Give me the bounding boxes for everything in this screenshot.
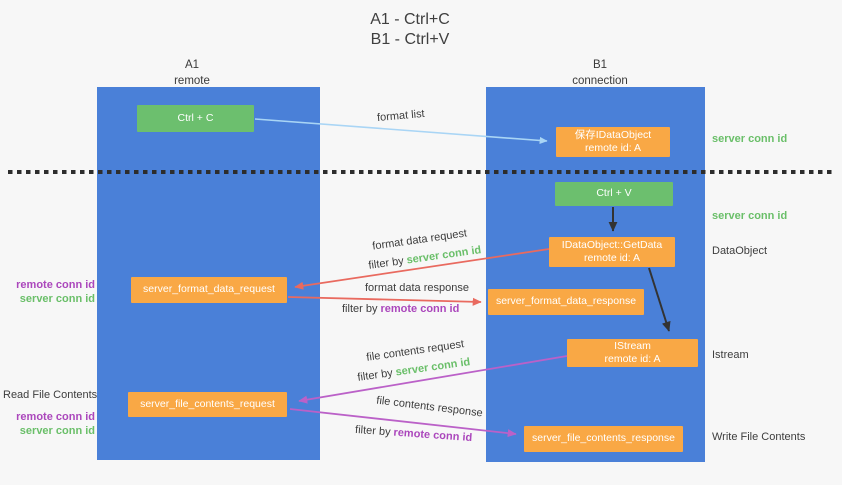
column-header-a1-role: remote — [174, 75, 210, 88]
node-server-file-contents-request: server_file_contents_request — [128, 392, 287, 417]
label-dataobject: DataObject — [712, 245, 768, 257]
column-header-b1: B1 connection — [540, 57, 660, 89]
node-istream-line1: IStream — [614, 339, 651, 352]
label-conn-ids-left-bottom: remote conn id server conn id — [0, 410, 95, 438]
column-header-b1-id: B1 — [592, 59, 608, 71]
node-server-format-data-request: server_format_data_request — [131, 277, 287, 303]
column-header-b1-role: connection — [572, 75, 628, 88]
filter-term-remote-conn-id: remote conn id — [380, 303, 460, 315]
node-ctrl-v: Ctrl + V — [555, 182, 673, 206]
column-header-a1-id: A1 — [184, 59, 200, 71]
label-write-file-contents: Write File Contents — [712, 431, 806, 443]
node-ctrl-c-label: Ctrl + C — [177, 111, 214, 124]
dotted-separator-line — [8, 170, 834, 174]
node-server-format-data-response: server_format_data_response — [488, 289, 644, 315]
label-read-file-contents: Read File Contents — [3, 389, 98, 401]
node-save-idataobject-line1: 保存IDataObject — [574, 128, 652, 141]
filter-prefix: filter by — [354, 423, 391, 439]
node-istream: IStream remote id: A — [567, 339, 698, 367]
node-format-request-label: server_format_data_request — [143, 283, 275, 296]
node-file-request-label: server_file_contents_request — [140, 397, 275, 410]
node-getdata-line1: IDataObject::GetData — [561, 238, 663, 251]
filter-term-server-conn-id: server conn id — [405, 244, 482, 267]
label-format-data-response: format data response — [365, 282, 469, 294]
title-line-a1: A1 - Ctrl+C — [370, 11, 450, 28]
node-idataobject-getdata: IDataObject::GetData remote id: A — [549, 237, 675, 267]
filter-term-remote-conn-id: remote conn id — [393, 426, 473, 445]
filter-term-server-conn-id: server conn id — [394, 356, 471, 379]
label-server-conn-id-right-top: server conn id — [712, 133, 788, 145]
column-header-a1: A1 remote — [132, 57, 252, 89]
label-istream: Istream — [712, 349, 749, 361]
label-format-list: format list — [376, 107, 426, 125]
diagram-title: A1 - Ctrl+C B1 - Ctrl+V — [290, 10, 530, 51]
label-server-conn-id-left-bottom: server conn id — [19, 425, 95, 438]
label-file-contents-response: file contents response — [375, 394, 484, 420]
node-file-response-label: server_file_contents_response — [531, 432, 675, 445]
node-save-idataobject: 保存IDataObject remote id: A — [556, 127, 670, 157]
node-ctrl-v-label: Ctrl + V — [596, 187, 632, 200]
filter-prefix: filter by — [367, 255, 405, 272]
node-istream-line2: remote id: A — [604, 353, 661, 365]
label-server-conn-id-left-top: server conn id — [19, 293, 95, 306]
node-ctrl-c: Ctrl + C — [137, 105, 254, 132]
filter-prefix: filter by — [342, 303, 378, 315]
node-save-idataobject-line2: remote id: A — [584, 142, 642, 154]
node-format-response-label: server_format_data_response — [495, 295, 637, 308]
label-remote-conn-id-left-bottom: remote conn id — [16, 411, 95, 423]
label-server-conn-id-right-mid: server conn id — [712, 210, 788, 222]
filter-prefix: filter by — [356, 367, 394, 384]
label-conn-ids-left-top: remote conn id server conn id — [0, 278, 95, 306]
label-remote-conn-id-left-top: remote conn id — [16, 279, 95, 291]
node-getdata-line2: remote id: A — [583, 252, 641, 264]
title-line-b1: B1 - Ctrl+V — [370, 31, 450, 49]
node-server-file-contents-response: server_file_contents_response — [524, 426, 683, 452]
